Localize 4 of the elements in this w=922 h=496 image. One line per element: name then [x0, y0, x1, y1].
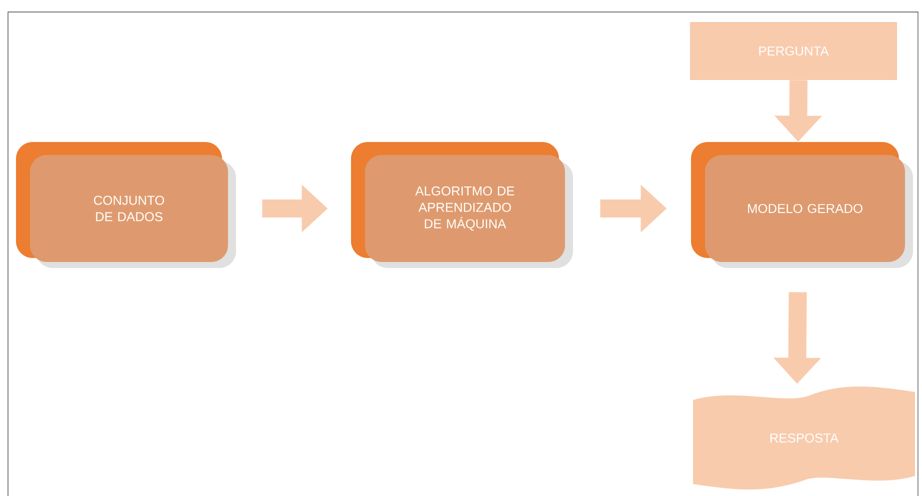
process-box: MODELO GERADO: [691, 142, 913, 268]
process-box: ALGORITMO DE APRENDIZADO DE MÁQUINA: [351, 142, 573, 268]
process-box: CONJUNTO DE DADOS: [16, 142, 236, 268]
input-box: PERGUNTA: [690, 22, 898, 80]
